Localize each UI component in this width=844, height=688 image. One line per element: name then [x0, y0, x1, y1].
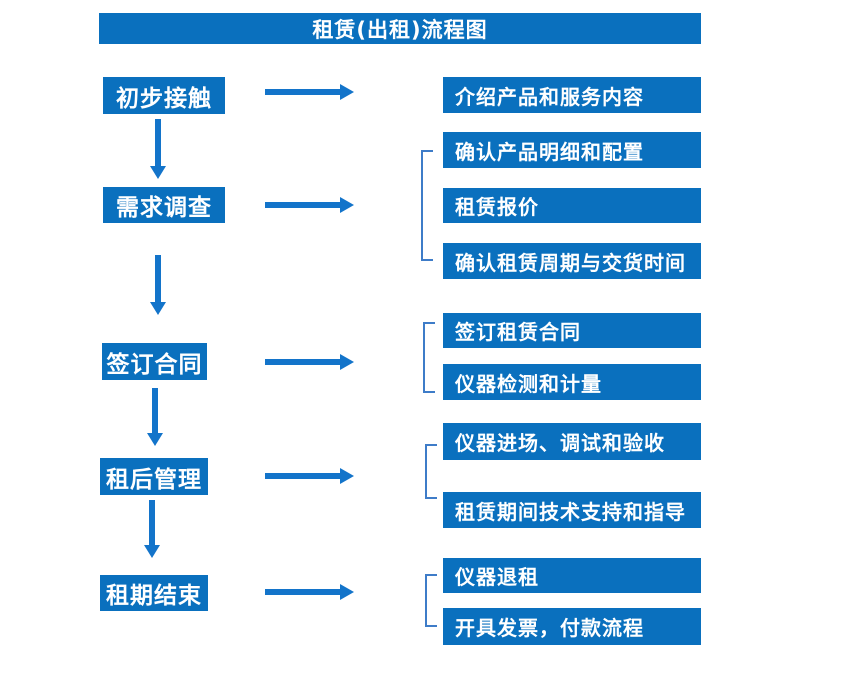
arrow-shaft	[155, 119, 161, 166]
group-bracket	[423, 322, 435, 393]
step-box-demand-survey: 需求调查	[103, 187, 225, 223]
detail-label: 仪器进场、调试和验收	[455, 431, 665, 455]
detail-box: 租赁报价	[443, 188, 701, 223]
group-bracket	[421, 150, 433, 261]
detail-label: 介绍产品和服务内容	[455, 84, 644, 109]
step-box-post-rental-management: 租后管理	[100, 458, 208, 495]
arrow-shaft	[152, 388, 158, 433]
title-bar: 租赁(出租)流程图	[99, 13, 701, 44]
detail-label: 开具发票，付款流程	[455, 616, 644, 640]
arrow-head	[340, 84, 354, 100]
right-arrow-icon	[265, 197, 354, 213]
detail-box: 开具发票，付款流程	[443, 608, 701, 645]
detail-label: 确认产品明细和配置	[455, 139, 644, 164]
arrow-shaft	[265, 359, 340, 365]
detail-label: 确认租赁周期与交货时间	[455, 250, 686, 275]
detail-label: 租赁报价	[455, 195, 539, 219]
arrow-head	[144, 545, 160, 558]
down-arrow-icon	[150, 119, 166, 179]
detail-label: 仪器退租	[455, 565, 539, 589]
down-arrow-icon	[147, 388, 163, 446]
detail-box: 确认租赁周期与交货时间	[443, 243, 701, 279]
arrow-shaft	[155, 255, 161, 302]
arrow-head	[147, 433, 163, 446]
arrow-head	[340, 354, 354, 370]
right-arrow-icon	[265, 584, 354, 600]
step-box-sign-contract: 签订合同	[102, 343, 207, 380]
arrow-shaft	[265, 589, 340, 595]
right-arrow-icon	[265, 468, 354, 484]
step-label: 租后管理	[106, 466, 202, 493]
down-arrow-icon	[150, 255, 166, 315]
page-title: 租赁(出租)流程图	[312, 17, 488, 42]
arrow-head	[150, 166, 166, 179]
step-label: 初步接触	[116, 85, 212, 112]
detail-label: 租赁期间技术支持和指导	[455, 499, 686, 524]
detail-label: 仪器检测和计量	[455, 371, 602, 396]
arrow-shaft	[149, 500, 155, 545]
step-box-rental-end: 租期结束	[100, 575, 208, 611]
detail-box: 签订租赁合同	[443, 313, 701, 348]
detail-box: 仪器进场、调试和验收	[443, 423, 701, 460]
step-label: 需求调查	[116, 195, 212, 221]
step-label: 签订合同	[106, 351, 203, 378]
arrow-shaft	[265, 202, 340, 208]
arrow-head	[340, 584, 354, 600]
group-bracket	[425, 574, 437, 627]
detail-box: 介绍产品和服务内容	[443, 77, 701, 113]
right-arrow-icon	[265, 354, 354, 370]
detail-box: 租赁期间技术支持和指导	[443, 492, 701, 528]
step-box-initial-contact: 初步接触	[103, 77, 225, 114]
arrow-shaft	[265, 89, 340, 95]
detail-box: 确认产品明细和配置	[443, 132, 701, 168]
right-arrow-icon	[265, 84, 354, 100]
down-arrow-icon	[144, 500, 160, 558]
detail-box: 仪器检测和计量	[443, 364, 701, 400]
arrow-head	[340, 197, 354, 213]
step-label: 租期结束	[106, 583, 202, 609]
arrow-shaft	[265, 473, 340, 479]
arrow-head	[340, 468, 354, 484]
arrow-head	[150, 302, 166, 315]
group-bracket	[425, 444, 437, 499]
detail-label: 签订租赁合同	[455, 320, 581, 344]
detail-box: 仪器退租	[443, 558, 701, 593]
